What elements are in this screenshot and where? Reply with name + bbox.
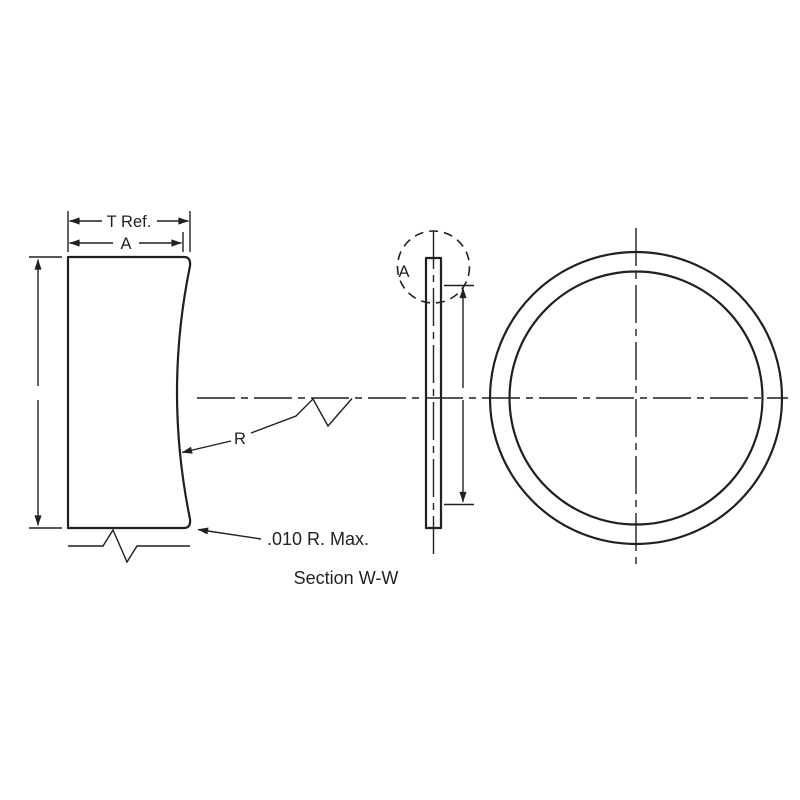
edge-view-dimension	[444, 284, 474, 506]
edge-radius-note: .010 R. Max.	[267, 529, 369, 549]
section-view-outline	[66, 255, 192, 530]
radius-leader: R	[181, 397, 353, 454]
a-dimension: A	[69, 235, 182, 253]
detail-callout: A	[396, 230, 471, 304]
t-ref-dimension: T Ref.	[69, 213, 189, 231]
detail-callout-label: A	[398, 263, 409, 281]
front-view-outer-circle	[488, 250, 784, 546]
radius-leader-arrow	[181, 440, 232, 454]
radius-leader-zigzag	[250, 397, 353, 434]
break-line	[68, 528, 190, 564]
a-dim-label: A	[120, 235, 131, 253]
detail-circle	[396, 230, 471, 304]
edge-view-outline	[424, 256, 443, 530]
section-caption: Section W-W	[294, 568, 399, 588]
edge-radius-leader	[197, 527, 262, 540]
front-view-inner-circle	[508, 270, 764, 526]
edge-radius-callout: .010 R. Max.	[197, 527, 369, 549]
t-ref-label: T Ref.	[107, 213, 152, 231]
height-dimension	[29, 256, 62, 529]
radius-label: R	[234, 430, 246, 448]
